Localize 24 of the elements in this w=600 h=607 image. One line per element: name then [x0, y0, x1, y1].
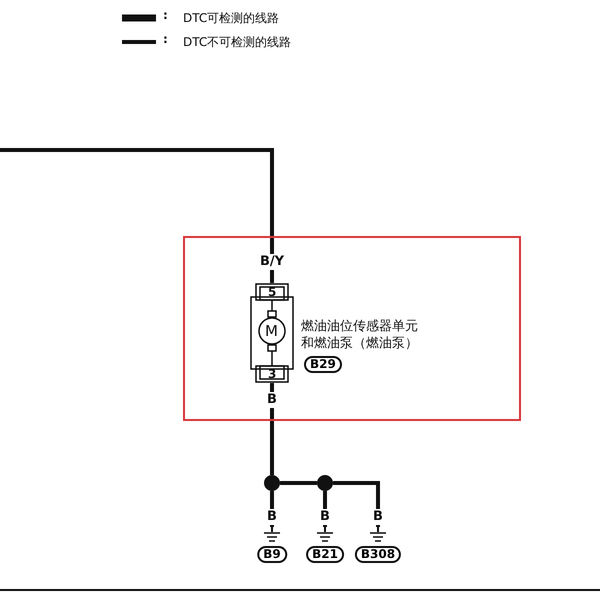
legend-colon: :	[163, 33, 168, 46]
legend-text: DTC可检测的线路	[183, 10, 280, 26]
connector-tag: B29	[304, 356, 342, 373]
legend-text: DTC不可检测的线路	[183, 34, 292, 50]
junction-dot	[317, 475, 333, 491]
connector-tag: B308	[354, 546, 402, 563]
wire	[333, 481, 380, 527]
pin-number: 3	[268, 368, 276, 381]
junction-dot	[264, 475, 280, 491]
wire	[0, 148, 274, 283]
wire-label: B/Y	[260, 254, 284, 270]
wire	[270, 383, 274, 475]
wire-label: B	[320, 509, 330, 525]
wire-label: B	[267, 392, 277, 408]
wire-label: B	[267, 509, 277, 525]
highlight-frame	[183, 236, 521, 421]
connector-tag: B9	[257, 546, 287, 563]
legend-colon: :	[163, 9, 168, 22]
component-label: 燃油油位传感器单元和燃油泵（燃油泵）	[301, 318, 419, 352]
motor-letter: M	[265, 323, 278, 339]
pin-number: 5	[268, 286, 276, 299]
connector-tag: B21	[306, 546, 344, 563]
wire-label: B	[373, 509, 383, 525]
wire	[280, 481, 317, 485]
